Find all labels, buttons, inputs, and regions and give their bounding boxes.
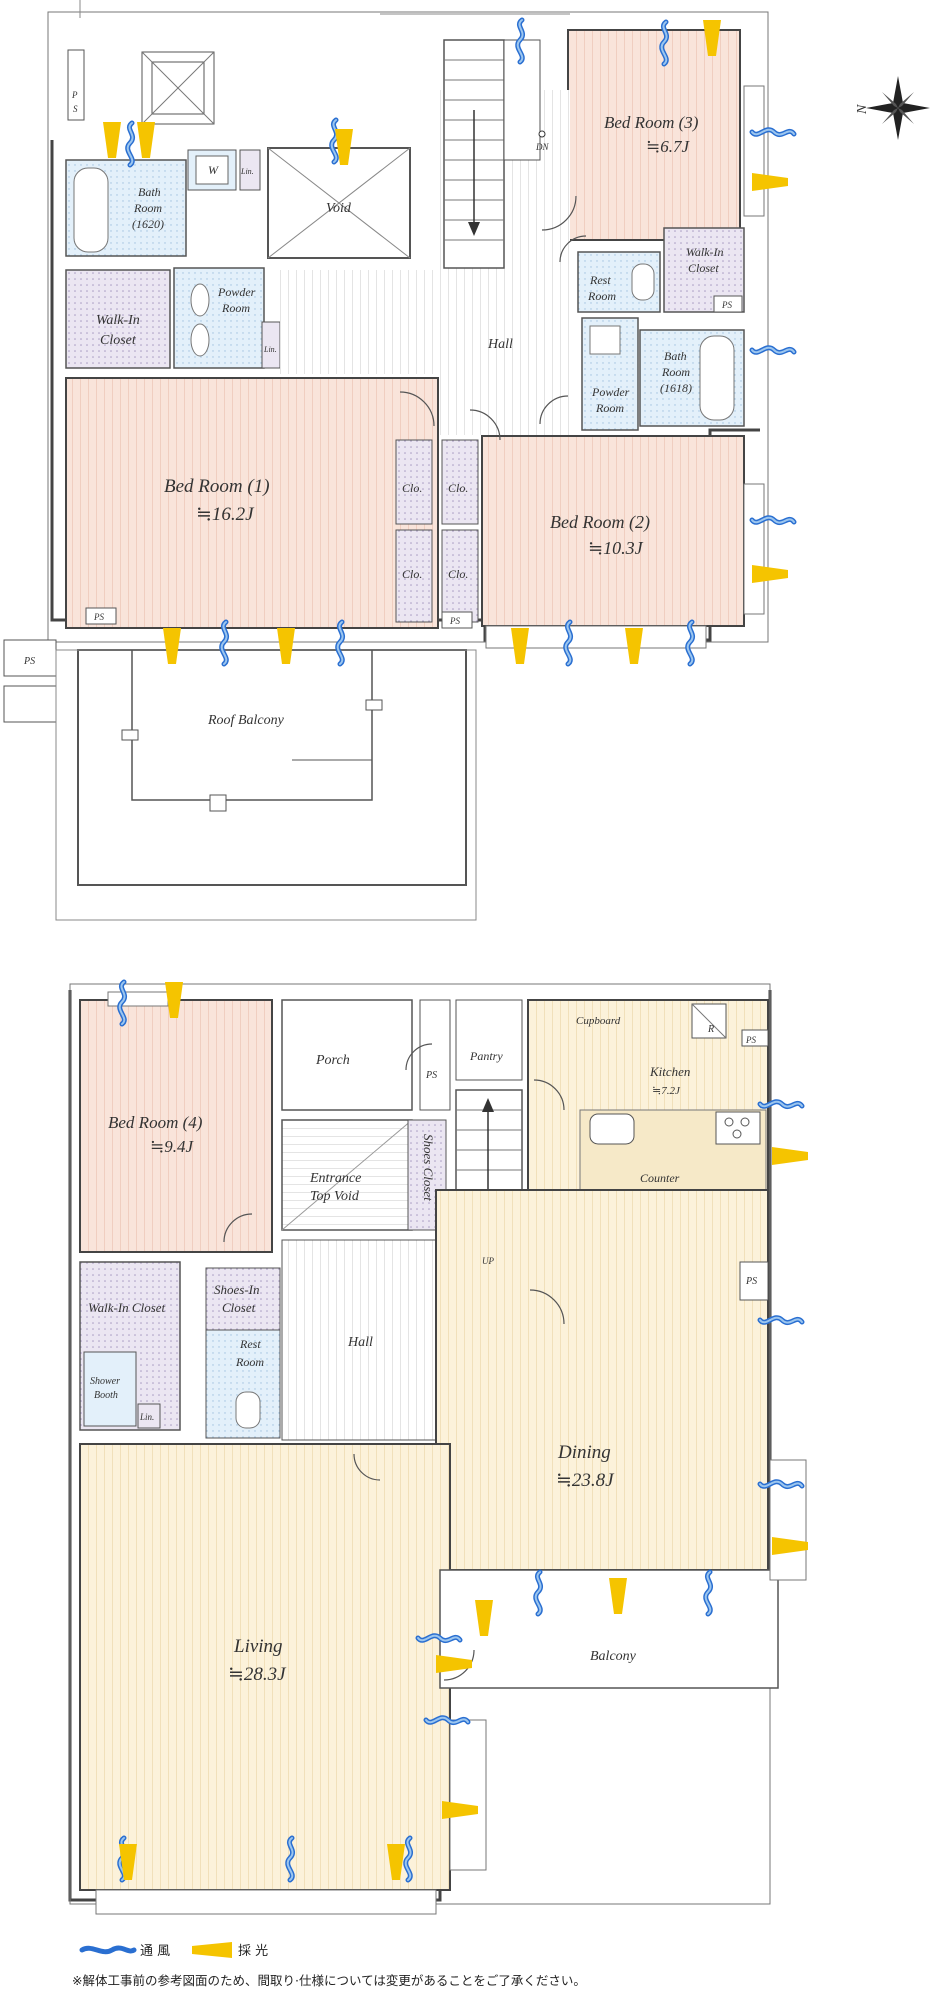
balcony-label: Balcony — [590, 1649, 637, 1664]
dn-label: DN — [535, 142, 549, 152]
ps-lower-1: PS — [425, 1070, 437, 1081]
powder1-name2: Room — [221, 301, 250, 315]
bed1-area: ≒16.2J — [196, 504, 255, 525]
bath1618-name: Bath — [664, 349, 687, 363]
shoesin-name2: Closet — [222, 1300, 256, 1315]
lin1-label: Lin. — [240, 167, 254, 176]
void-label: Void — [326, 201, 352, 216]
closet-3: Clo. — [448, 481, 468, 495]
closet-2: Clo. — [402, 567, 422, 581]
rest1-name2: Room — [587, 289, 616, 303]
shoes-closet-label: Shoes Closet — [421, 1134, 436, 1201]
w-label: W — [208, 163, 219, 177]
legend-light-label: 採 光 — [238, 1944, 268, 1959]
ps-label-3: PS — [93, 612, 104, 622]
powder2-name2: Room — [595, 401, 624, 415]
bath1620-name2: Room — [133, 201, 162, 215]
counter-label: Counter — [640, 1171, 680, 1185]
bath1620-size: (1620) — [132, 217, 164, 231]
lower-floor — [68, 983, 807, 1915]
bed3-area: ≒6.7J — [646, 137, 690, 156]
entrance-name2: Top Void — [310, 1189, 360, 1204]
shower-name2: Booth — [94, 1390, 118, 1401]
lin2-label: Lin. — [263, 345, 277, 354]
upper-floor — [3, 0, 769, 921]
dining-area: ≒23.8J — [556, 1470, 615, 1491]
bath1618-size: (1618) — [660, 381, 692, 395]
bath1618-name2: Room — [661, 365, 690, 379]
shower-name: Shower — [90, 1376, 120, 1387]
bed4-name: Bed Room (4) — [108, 1113, 203, 1132]
wic3-label: Walk-In Closet — [88, 1300, 166, 1315]
kitchen-name: Kitchen — [649, 1064, 690, 1079]
ps-label-2: PS — [23, 656, 35, 667]
ps-label-4: PS — [449, 616, 460, 626]
lin3-label: Lin. — [139, 1412, 154, 1422]
up-label: UP — [482, 1256, 494, 1266]
bed2-area: ≒10.3J — [588, 538, 644, 558]
bed3-name: Bed Room (3) — [604, 113, 699, 132]
cupboard-label: Cupboard — [576, 1015, 621, 1027]
rest2-name: Rest — [239, 1337, 261, 1351]
entrance-name: Entrance — [309, 1171, 361, 1186]
ps-label-5: PS — [721, 300, 732, 310]
ps-label-1b: S — [73, 104, 78, 114]
wic2-name: Walk-In — [686, 245, 724, 259]
closet-1: Clo. — [402, 481, 422, 495]
powder1-name: Powder — [217, 285, 256, 299]
porch-label: Porch — [315, 1053, 350, 1068]
powder2-name: Powder — [591, 385, 630, 399]
r-label: R — [707, 1024, 714, 1035]
closet-4: Clo. — [448, 567, 468, 581]
bed2-name: Bed Room (2) — [550, 512, 650, 533]
ps-lower-2: PS — [745, 1035, 756, 1045]
living-name: Living — [233, 1636, 283, 1657]
compass-icon — [866, 76, 930, 140]
bed4-area: ≒9.4J — [150, 1137, 194, 1156]
footnote: ※解体工事前の参考図面のため、間取り·仕様については変更があることをご了承くださ… — [72, 1973, 586, 1988]
living-area: ≒28.3J — [228, 1664, 287, 1685]
rest2-name2: Room — [235, 1355, 264, 1369]
ps-label-1a: P — [71, 90, 78, 100]
legend-wind-label: 通 風 — [140, 1944, 170, 1959]
legend — [79, 1942, 232, 1958]
ps-lower-3: PS — [745, 1276, 757, 1287]
rest1-name: Rest — [589, 273, 611, 287]
kitchen-area: ≒7.2J — [652, 1085, 681, 1097]
roof-balcony-label: Roof Balcony — [207, 713, 285, 728]
shoesin-name: Shoes-In — [214, 1282, 260, 1297]
hall2-label: Hall — [347, 1335, 373, 1350]
bath1620-name: Bath — [138, 185, 161, 199]
wic1-name2: Closet — [100, 333, 137, 348]
compass-label: N — [855, 104, 870, 115]
pantry-label: Pantry — [469, 1049, 503, 1063]
dining-name: Dining — [557, 1442, 611, 1463]
wic1-name: Walk-In — [96, 313, 140, 328]
wic2-name2: Closet — [688, 261, 719, 275]
bed1-name: Bed Room (1) — [164, 476, 270, 497]
hall1-label: Hall — [487, 337, 513, 352]
